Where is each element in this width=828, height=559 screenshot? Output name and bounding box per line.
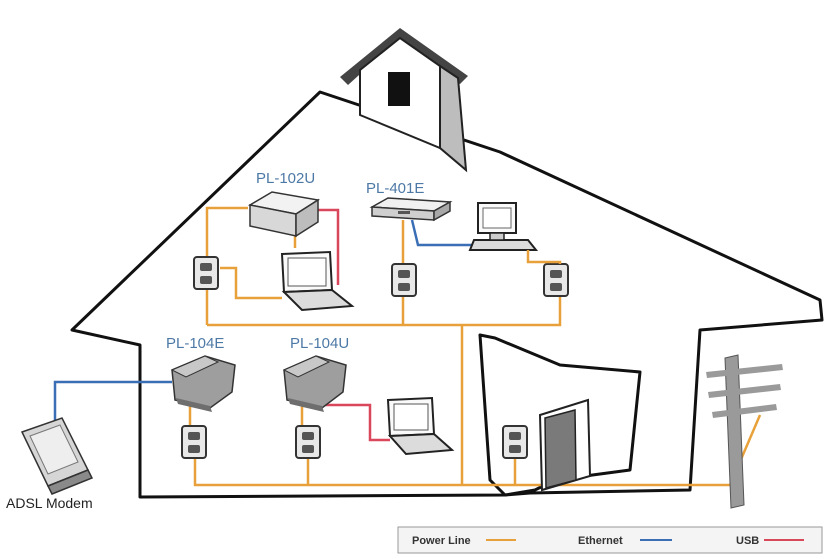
pl104u-label: PL-104U [290, 335, 349, 352]
wall-outlet-icon [391, 263, 417, 297]
legend-usb-label: USB [736, 535, 759, 547]
chimney-icon [340, 28, 468, 173]
pl104u-device-icon [282, 355, 347, 412]
wall-outlet-icon [295, 425, 321, 459]
pl401e-device-icon [369, 197, 453, 222]
pl102u-label: PL-102U [256, 170, 315, 187]
legend-power-line-label: Power Line [412, 535, 471, 547]
pl104e-label: PL-104E [166, 335, 224, 352]
wall-outlet-icon [181, 425, 207, 459]
door-icon [538, 398, 592, 492]
desktop-computer-icon [468, 202, 539, 251]
legend-ethernet-label: Ethernet [578, 535, 623, 547]
usb-wiring [318, 208, 390, 442]
wall-outlet-icon [502, 425, 528, 459]
utility-pole-icon [706, 354, 783, 509]
pl102u-device-icon [247, 191, 321, 238]
laptop-icon [386, 396, 455, 456]
legend: Power Line Ethernet USB [397, 526, 823, 554]
adsl-modem-label: ADSL Modem [6, 495, 93, 511]
adsl-modem-icon [20, 417, 94, 495]
wall-outlet-icon [543, 263, 569, 297]
wall-outlet-icon [193, 256, 219, 290]
laptop-icon [280, 250, 355, 312]
ethernet-wiring [53, 219, 472, 425]
pl401e-label: PL-401E [366, 180, 424, 197]
pl104e-device-icon [170, 355, 236, 412]
house-outline [70, 90, 824, 499]
